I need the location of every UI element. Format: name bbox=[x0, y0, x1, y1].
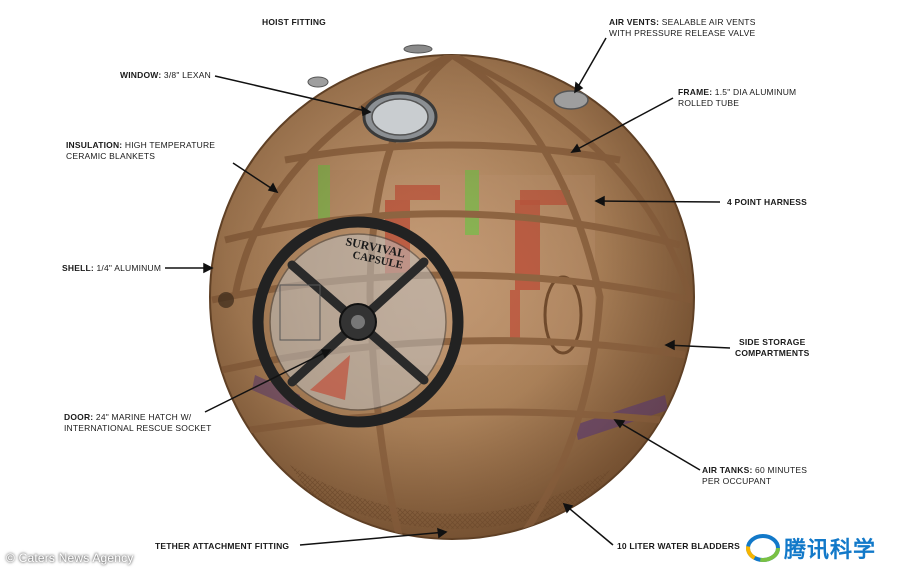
capsule-sphere: SURVIVAL CAPSULE bbox=[209, 44, 695, 540]
callout-storage: SIDE STORAGE COMPARTMENTS bbox=[735, 337, 810, 358]
window-porthole bbox=[362, 91, 438, 143]
callout-hoist-fitting: HOIST FITTING bbox=[262, 17, 326, 27]
credit-caption: © Caters News Agency bbox=[6, 551, 134, 565]
watermark-text: 腾讯科学 bbox=[784, 538, 877, 563]
callout-harness: 4 POINT HARNESS bbox=[727, 197, 807, 207]
callout-water-bladders: 10 LITER WATER BLADDERS bbox=[617, 541, 740, 551]
callout-air-vents: AIR VENTS: SEALABLE AIR VENTS WITH PRESS… bbox=[609, 17, 756, 38]
watermark: 腾讯科学 bbox=[746, 529, 876, 567]
leader-lines bbox=[165, 37, 731, 546]
callout-tether: TETHER ATTACHMENT FITTING bbox=[155, 541, 290, 551]
callout-insulation: INSULATION: HIGH TEMPERATURE CERAMIC BLA… bbox=[66, 140, 216, 161]
marine-hatch: SURVIVAL CAPSULE bbox=[252, 216, 464, 428]
tencent-logo-icon bbox=[746, 534, 780, 562]
callout-frame: FRAME: 1.5" DIA ALUMINUM ROLLED TUBE bbox=[678, 87, 797, 108]
callout-window: WINDOW: 3/8" LEXAN bbox=[120, 70, 212, 80]
callout-air-tanks: AIR TANKS: 60 MINUTES PER OCCUPANT bbox=[702, 465, 808, 486]
callout-door: DOOR: 24" MARINE HATCH W/ INTERNATIONAL … bbox=[64, 412, 212, 433]
callout-shell: SHELL: 1/4" ALUMINUM bbox=[62, 263, 162, 273]
